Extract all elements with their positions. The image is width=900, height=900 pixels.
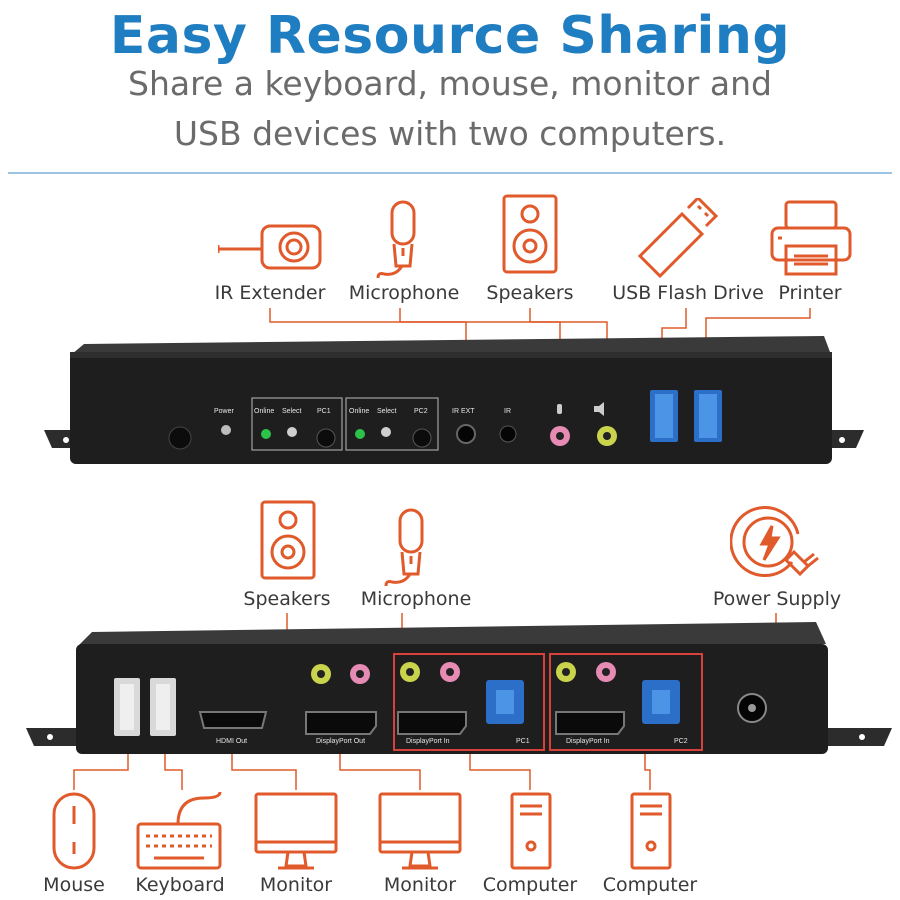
speaker-icon bbox=[500, 192, 560, 276]
front-ir-label: IR bbox=[504, 408, 511, 415]
microphone-icon bbox=[376, 198, 426, 280]
ir-extender-icon bbox=[218, 222, 324, 272]
label-monitor-1: Monitor bbox=[259, 874, 333, 896]
label-computer-2: Computer bbox=[602, 874, 698, 896]
label-ir-extender: IR Extender bbox=[214, 282, 326, 304]
front-select-label-1: Select bbox=[282, 408, 302, 415]
label-microphone: Microphone bbox=[348, 282, 460, 304]
subtitle-line-1: Share a keyboard, mouse, monitor and bbox=[128, 64, 772, 103]
subtitle-line-2: USB devices with two computers. bbox=[173, 114, 727, 153]
front-online-label-1: Online bbox=[254, 408, 275, 415]
kvm-front-panel: Power Online Select PC1 Online Select PC… bbox=[44, 330, 864, 470]
header-divider bbox=[8, 172, 892, 174]
label-speakers: Speakers bbox=[486, 282, 574, 304]
computer-icon bbox=[508, 790, 554, 872]
label-computer-1: Computer bbox=[482, 874, 578, 896]
back-hdmi-out-label: HDMI Out bbox=[216, 738, 248, 745]
back-dc-label: DC 5V bbox=[738, 742, 759, 749]
front-pc1-label: PC1 bbox=[317, 408, 331, 415]
back-dp-out-label: DisplayPort Out bbox=[316, 738, 366, 745]
keyboard-icon bbox=[134, 790, 224, 874]
label-usb-flash-drive: USB Flash Drive bbox=[612, 282, 764, 304]
back-dp-in-label-1: DisplayPort In bbox=[406, 738, 450, 745]
page-title: Easy Resource Sharing bbox=[109, 6, 791, 66]
label-microphone-back: Microphone bbox=[360, 588, 472, 610]
monitor-icon bbox=[252, 790, 340, 872]
front-select-label-2: Select bbox=[377, 408, 397, 415]
back-dp-in-label-2: DisplayPort In bbox=[566, 738, 610, 745]
microphone-icon bbox=[384, 506, 434, 588]
label-monitor-2: Monitor bbox=[383, 874, 457, 896]
front-ir-ext-label: IR EXT bbox=[452, 408, 475, 415]
label-mouse: Mouse bbox=[43, 874, 105, 896]
front-pc2-label: PC2 bbox=[414, 408, 428, 415]
front-power-label: Power bbox=[214, 408, 234, 415]
label-printer: Printer bbox=[778, 282, 842, 304]
front-online-label-2: Online bbox=[349, 408, 370, 415]
back-pc1-label: PC1 bbox=[516, 738, 530, 745]
label-power-supply: Power Supply bbox=[712, 588, 842, 610]
monitor-icon bbox=[376, 790, 464, 872]
speaker-icon bbox=[258, 498, 318, 582]
label-keyboard: Keyboard bbox=[135, 874, 225, 896]
kvm-back-panel: HDMI Out DisplayPort Out DisplayPort In … bbox=[26, 616, 892, 760]
usb-flash-drive-icon bbox=[636, 198, 718, 282]
printer-icon bbox=[768, 198, 854, 278]
mouse-icon bbox=[48, 788, 100, 874]
power-supply-icon bbox=[730, 504, 822, 584]
label-speakers-back: Speakers bbox=[243, 588, 331, 610]
back-pc2-label: PC2 bbox=[674, 738, 688, 745]
computer-icon bbox=[628, 790, 674, 872]
